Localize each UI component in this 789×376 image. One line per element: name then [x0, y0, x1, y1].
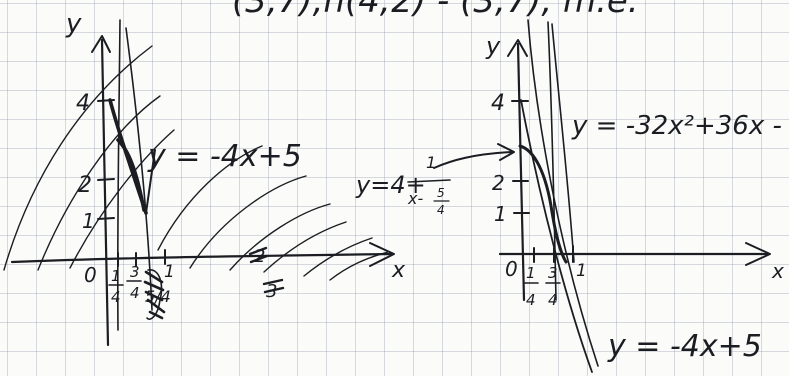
left-x-tick-label-one: 1	[164, 262, 175, 282]
left-curve-segment-bold	[116, 138, 146, 212]
right-y-axis-label: y	[485, 32, 501, 60]
left-x-axis-label: x	[391, 258, 406, 283]
hyperbola-label: y=4+ 1 x- 5 4	[355, 143, 515, 217]
left-x-fraction-1-den: 4	[111, 288, 121, 306]
hyperbola-pointer-arrow	[433, 151, 513, 169]
right-equation-quadratic: y = -32x²+36x -	[571, 111, 782, 141]
hyperbola-label-fraction-bar	[407, 179, 451, 183]
right-y-tick-label-1: 1	[494, 202, 507, 226]
left-x-fraction-1-num: 1	[111, 267, 121, 285]
left-x-axis	[10, 252, 394, 264]
left-shading-curves	[3, 45, 389, 281]
left-scribble-three	[262, 278, 285, 294]
left-y-tick-label-4: 4	[76, 91, 90, 116]
right-x-fraction-1-den: 4	[526, 291, 536, 309]
left-x-tick-label-two: 2	[254, 246, 265, 267]
right-line-steep	[520, 99, 593, 373]
right-origin-label: 0	[505, 257, 518, 281]
right-x-fraction-2-den: 4	[548, 291, 558, 309]
right-x-axis-arrow	[745, 242, 771, 266]
left-y-tick-label-2: 2	[78, 173, 92, 198]
left-y-axis-label: y	[65, 9, 82, 39]
left-scribble-two	[248, 246, 269, 264]
hyperbola-label-denominator-fraction-den: 4	[437, 203, 445, 217]
right-y-tick-label-4: 4	[491, 91, 505, 116]
right-equation-line: y = -4x+5	[607, 329, 762, 364]
right-parabola-right-branch	[551, 23, 575, 263]
left-y-tick-label-1: 1	[82, 209, 95, 233]
left-graph: y x 0 4 2 1 1 4 3 4 1 5/4	[3, 9, 406, 347]
right-y-axis	[516, 42, 526, 302]
right-y-tick-label-2: 2	[492, 171, 505, 195]
right-vertical-line-three-quarter	[547, 21, 557, 301]
hyperbola-label-denominator-fraction-num: 5	[437, 186, 445, 200]
right-graph: y x 0 4 2 1 1 4 3 4 1 y = -32x	[355, 19, 784, 373]
top-handwriting: (3,7),n(4;2) - (3;7), m.e.	[232, 0, 639, 21]
left-x-fraction-2-den: 4	[130, 284, 140, 302]
hyperbola-label-numerator: 1	[426, 153, 436, 172]
hyperbola-label-denominator: x-	[407, 189, 423, 208]
right-x-fraction-2-num: 3	[548, 264, 558, 282]
left-y-axis	[100, 38, 110, 347]
left-scratch-marks	[143, 270, 166, 320]
left-y-axis-arrow	[91, 35, 111, 53]
left-origin-label: 0	[84, 263, 97, 287]
right-x-tick-label-one: 1	[576, 261, 587, 281]
hyperbola-pointer-arrowhead	[497, 143, 515, 161]
right-y-axis-arrow	[507, 39, 528, 57]
left-y-tick-1	[97, 217, 115, 220]
right-x-axis-label: x	[771, 259, 784, 283]
left-equation-label: y = -4x+5	[147, 139, 302, 174]
hyperbola-label-prefix: y=4+	[355, 171, 426, 199]
left-x-axis-arrow	[369, 242, 395, 267]
left-scratch-outline	[146, 269, 163, 320]
left-line-extension	[145, 149, 156, 214]
left-x-fraction-2-num: 3	[130, 263, 140, 281]
left-y-tick-2	[97, 178, 115, 181]
right-vertical-line-parabola-left	[527, 19, 599, 367]
left-vertical-line-quarter	[116, 19, 121, 331]
right-x-fraction-1-num: 1	[526, 264, 536, 282]
